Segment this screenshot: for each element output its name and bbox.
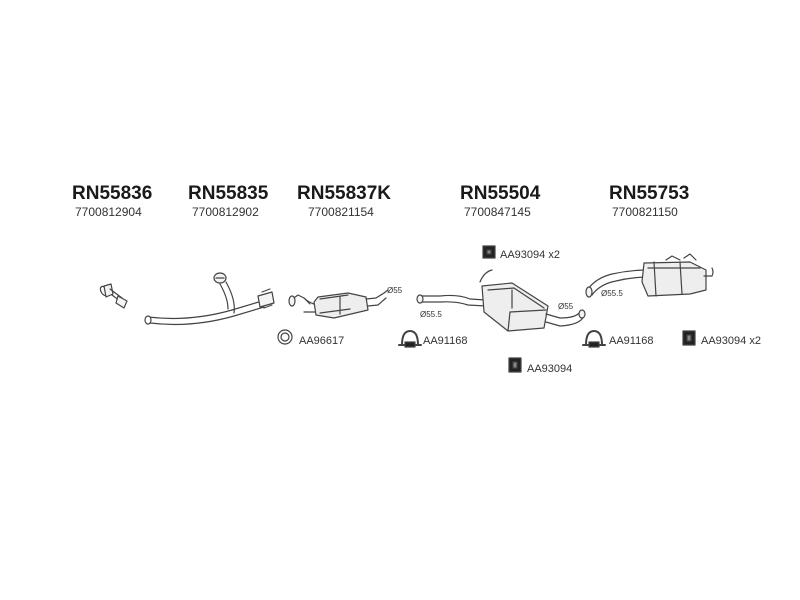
rear-silencer-icon bbox=[585, 253, 714, 298]
u-clamp-icon-2 bbox=[582, 330, 606, 348]
part-ref-rn55753: 7700821150 bbox=[612, 205, 678, 219]
part-code-rn55835: RN55835 bbox=[188, 183, 269, 204]
part-ref-rn55835: 7700812902 bbox=[192, 205, 259, 219]
diameter-label-cat-outlet: Ø55 bbox=[387, 286, 403, 295]
part-code-rn55504: RN55504 bbox=[460, 183, 541, 204]
centre-silencer-icon bbox=[416, 269, 586, 332]
catalytic-converter-icon bbox=[288, 289, 389, 319]
accessory-label-clamp-2: AA93094 bbox=[527, 363, 573, 375]
accessory-label-clamp-u-1: AA91168 bbox=[423, 335, 468, 347]
part-code-rn55837k: RN55837K bbox=[297, 183, 391, 204]
diameter-label-centre-inlet: Ø55.5 bbox=[420, 310, 442, 319]
front-pipe-section-icon bbox=[99, 283, 128, 309]
clamp-block-icon-3 bbox=[682, 330, 696, 346]
part-ref-rn55836: 7700812904 bbox=[75, 205, 142, 219]
clamp-block-icon-2 bbox=[508, 357, 522, 373]
part-code-rn55836: RN55836 bbox=[72, 183, 153, 204]
part-ref-rn55504: 7700847145 bbox=[464, 205, 531, 219]
clamp-block-icon bbox=[482, 245, 496, 259]
accessory-label-clamp-u-2: AA91168 bbox=[609, 335, 654, 347]
accessory-label-gasket: AA96617 bbox=[299, 335, 345, 347]
accessory-label-clamp-1: AA93094 x2 bbox=[500, 249, 560, 261]
part-ref-rn55837k: 7700821154 bbox=[308, 205, 374, 219]
gasket-ring-icon bbox=[277, 329, 293, 345]
diameter-label-rear-inlet: Ø55.5 bbox=[601, 289, 623, 298]
diameter-label-centre-outlet: Ø55 bbox=[558, 302, 574, 311]
y-pipe-icon bbox=[144, 272, 275, 326]
accessory-label-clamp-3: AA93094 x2 bbox=[701, 335, 761, 347]
u-clamp-icon bbox=[398, 330, 422, 348]
part-code-rn55753: RN55753 bbox=[609, 183, 690, 204]
